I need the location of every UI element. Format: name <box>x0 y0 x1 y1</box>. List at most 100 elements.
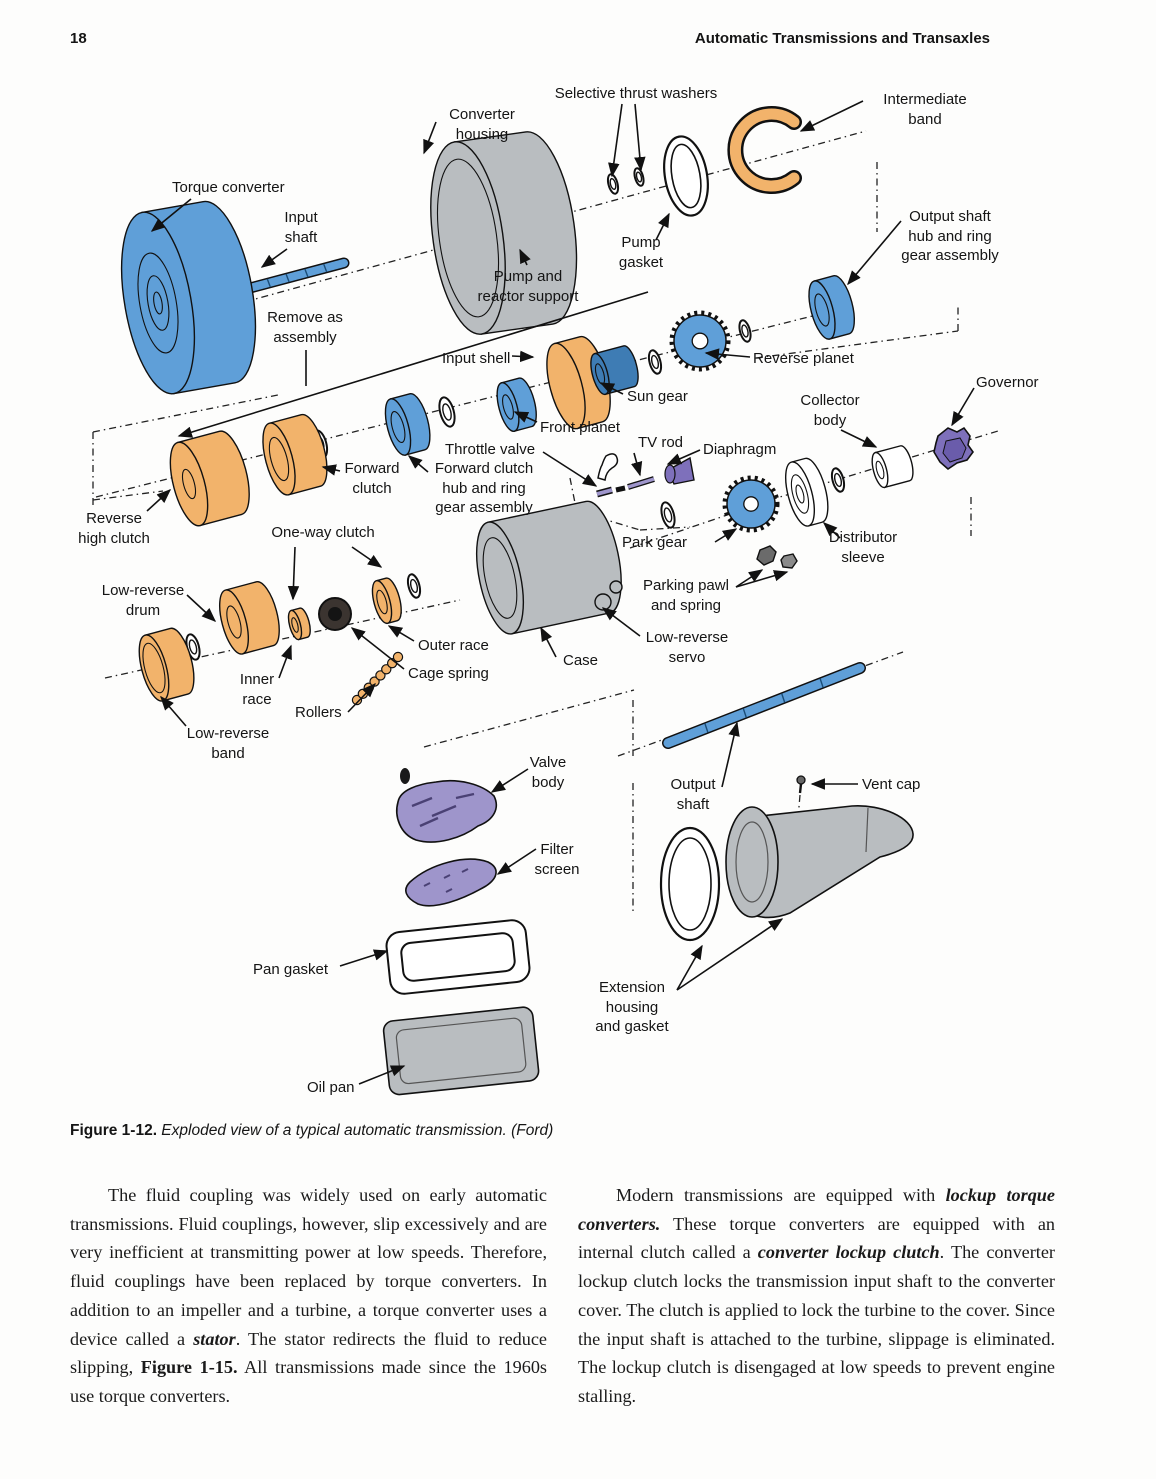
converter-housing-leader <box>423 121 437 155</box>
text-run: converter lockup clutch <box>757 1242 940 1263</box>
parking-pawl-leader <box>735 569 764 588</box>
forward-clutch-hub-part <box>384 393 431 456</box>
thrust-washer <box>647 349 663 375</box>
center-line <box>92 490 164 501</box>
rollers-leader <box>347 682 376 713</box>
extension-housing-leader <box>676 944 703 991</box>
body-text-right-column: Modern transmissions are equipped with l… <box>578 1181 1055 1411</box>
throttle-valve-part <box>596 453 626 498</box>
selective-thrust-washers-leader <box>634 103 646 172</box>
low-reverse-band-label: Low-reverse band <box>186 725 270 762</box>
sun-gear-leader <box>599 382 624 395</box>
vent-cap-part <box>796 775 806 794</box>
text-run: Figure 1-15. <box>140 1357 238 1378</box>
one-way-clutch-leader <box>351 546 383 568</box>
pump-gasket-part <box>663 135 709 217</box>
thrust-washer <box>738 319 752 343</box>
intermediate-band-label: Intermediate band <box>883 91 967 128</box>
case-label: Case <box>563 652 599 669</box>
forward-clutch-label: Forward clutch <box>344 460 400 497</box>
throttle-valve-leader <box>542 451 598 487</box>
converter-housing-label: Converter housing <box>449 106 515 143</box>
input-shaft-label: Input shaft <box>284 209 318 246</box>
center-line <box>629 511 737 549</box>
text-run: Modern transmissions are equipped with <box>616 1185 946 1205</box>
text-run: All transmissions made since the 1960s u… <box>70 1357 547 1406</box>
text-run: . The converter lockup clutch locks the … <box>578 1242 1055 1406</box>
low-reverse-servo-label: Low-reverse servo <box>645 629 729 666</box>
parking-pawl-leader <box>735 570 789 588</box>
diaphragm-part <box>664 456 695 485</box>
text-run: . The stator redirects the fluid to redu… <box>70 1328 548 1378</box>
park-gear-leader <box>714 528 738 543</box>
paragraph-fluid-coupling: The fluid coupling was widely used on ea… <box>70 1181 547 1411</box>
collector-body-part <box>871 445 914 489</box>
output-shaft-hub-label: Output shaft hub and ring gear assembly <box>901 208 999 264</box>
remove-as-assembly-leader <box>177 291 649 438</box>
reverse-high-clutch-part <box>169 430 250 527</box>
diaphragm-label: Diaphragm <box>703 441 777 458</box>
inner-race-label: Inner race <box>239 671 275 708</box>
pan-gasket-label: Pan gasket <box>253 961 329 978</box>
input-shell-label: Input shell <box>442 350 511 367</box>
snap-ring <box>660 501 676 529</box>
outer-race-leader <box>387 625 415 642</box>
distributor-sleeve-leader <box>822 522 841 539</box>
tv-rod-label: TV rod <box>638 434 684 451</box>
reverse-high-clutch-leader <box>146 489 172 512</box>
inner-race-leader <box>278 644 292 679</box>
low-reverse-drum-label: Low-reverse drum <box>101 582 185 619</box>
transmission-parts <box>120 106 974 1096</box>
text-run: These torque converters are equipped wit… <box>578 1213 1055 1263</box>
pump-reactor-support-leader <box>519 248 531 266</box>
valve-body-leader <box>490 768 529 793</box>
input-shell-leader <box>511 350 535 363</box>
torque-converter-leader <box>150 198 192 232</box>
output-shaft-part <box>662 662 866 749</box>
oil-pan-part <box>382 1006 540 1096</box>
governor-leader <box>951 387 975 427</box>
figure-caption-text: Exploded view of a typical automatic tra… <box>157 1122 554 1139</box>
governor-part <box>933 426 974 471</box>
park-gear-part <box>722 475 780 533</box>
text-run: stator <box>193 1328 236 1349</box>
input-shaft-part <box>244 257 350 294</box>
pan-gasket-part <box>385 919 531 995</box>
selective-thrust-washers-label: Selective thrust washers <box>554 85 718 102</box>
low-reverse-servo-leader <box>601 607 641 637</box>
valve-body-bolt <box>400 768 410 784</box>
rollers-part <box>351 651 404 706</box>
running-head: Automatic Transmissions and Transaxles <box>694 30 990 47</box>
diaphragm-leader <box>666 449 701 465</box>
low-reverse-drum-part <box>218 581 280 655</box>
front-planet-part <box>496 377 537 433</box>
reverse-planet-label: Reverse planet <box>753 350 854 367</box>
filter-screen-leader <box>496 848 537 875</box>
reverse-planet-leader <box>704 348 751 360</box>
extension-housing-part <box>725 805 914 919</box>
text-run: The fluid coupling was widely used on ea… <box>70 1185 547 1349</box>
filter-screen-label: Filter screen <box>534 841 580 878</box>
forward-clutch-part <box>262 413 328 496</box>
reverse-high-clutch-label: Reverse high clutch <box>78 510 150 547</box>
forward-clutch-hub-leader <box>407 455 429 473</box>
output-shaft-hub-part <box>808 275 856 340</box>
center-line <box>569 477 577 509</box>
extension-gasket-part <box>659 826 721 942</box>
remove-as-assembly-label: Remove as assembly <box>267 309 343 346</box>
low-reverse-servo-part <box>594 580 623 611</box>
output-shaft-leader <box>721 721 740 788</box>
distributor-ring <box>830 467 846 493</box>
governor-label: Governor <box>976 374 1039 391</box>
collector-body-label: Collector body <box>800 392 860 429</box>
case-part <box>475 500 622 635</box>
collector-body-leader <box>840 429 878 448</box>
park-gear-label: Park gear <box>622 534 688 551</box>
center-line <box>423 689 635 748</box>
throttle-valve-label: Throttle valve <box>445 441 536 458</box>
pump-gasket-label: Pump gasket <box>618 234 664 271</box>
input-shaft-leader <box>260 248 288 268</box>
oil-pan-leader <box>358 1065 406 1085</box>
pump-reactor-support-label: Pump and reactor support <box>477 268 579 305</box>
